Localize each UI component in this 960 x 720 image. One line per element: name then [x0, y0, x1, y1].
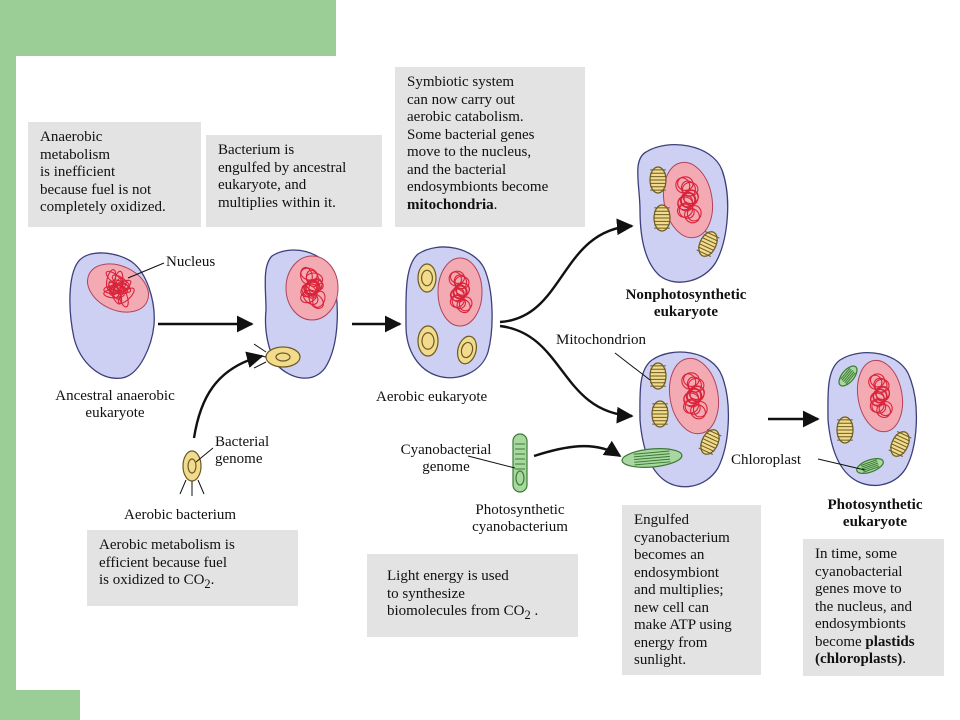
- in-time-bold-plastids: plastids: [865, 633, 915, 650]
- photo-mito-2: [888, 431, 912, 457]
- symbiotic-text: Symbiotic system can now carry out aerob…: [407, 74, 549, 195]
- label-ancestral-eukaryote: Ancestral anaerobic eukaryote: [55, 388, 175, 421]
- photo-mito-1: [836, 416, 854, 444]
- label-photosynthetic-eukaryote: Photosynthetic eukaryote: [827, 497, 923, 530]
- nonphoto-mito-2: [653, 204, 671, 232]
- engulfing-nucleus: [285, 255, 339, 321]
- in-time-end: .: [902, 651, 906, 667]
- pointer-bacterial-genome: [195, 447, 214, 463]
- box-anaerobic-metabolism: Anaerobic metabolism is inefficient beca…: [28, 122, 201, 227]
- box-symbiotic-system: Symbiotic system can now carry out aerob…: [395, 67, 585, 227]
- cyano-engulfing-mito-3: [698, 429, 722, 455]
- box-in-time-plastids: In time, some cyanobacterial genes move …: [803, 539, 944, 676]
- arrow-to-nonphoto: [499, 218, 634, 324]
- aerobic-metab-end: .: [210, 572, 215, 588]
- arrow-cyano-entry: [533, 440, 622, 458]
- box-bacterium-engulfed: Bacterium is engulfed by ancestral eukar…: [206, 135, 382, 227]
- nonphoto-mito-1: [649, 166, 667, 194]
- aerobic-metab-sub: 2: [204, 577, 211, 591]
- label-bacterial-genome: Bacterial genome: [215, 434, 270, 467]
- cyano-engulfing-mito-1: [649, 362, 667, 390]
- aerobic-mito-3: [456, 335, 478, 365]
- nonphoto-nucleus: [662, 161, 714, 239]
- photo-chloroplast-1: [838, 365, 858, 387]
- symbiotic-bold-term: mitochondria: [407, 196, 494, 213]
- arrow-to-mito-cell: [499, 324, 634, 424]
- label-mitochondrion: Mitochondrion: [556, 332, 646, 348]
- pointer-nucleus: [127, 262, 165, 279]
- box-engulfed-cyanobacterium: Engulfed cyanobacterium becomes an endos…: [622, 505, 761, 675]
- aerobic-bacterium-flagella: [179, 479, 205, 496]
- photo-nucleus: [856, 359, 904, 433]
- decorative-left-bar: [0, 0, 16, 720]
- nonphoto-mito-3: [696, 231, 720, 257]
- light-text: Light energy is used to synthesize biomo…: [387, 568, 525, 619]
- pointer-chloroplast: [817, 458, 866, 471]
- in-time-text: In time, some cyanobacterial genes move …: [815, 546, 913, 650]
- decorative-bottom-block: [0, 690, 80, 720]
- engulfed-cyanobacterium: [621, 448, 683, 468]
- label-nonphotosynthetic-eukaryote: Nonphotosynthetic eukaryote: [625, 287, 747, 320]
- box-light-energy: Light energy is used to synthesize biomo…: [367, 554, 578, 637]
- photosynthetic-cyanobacterium: [512, 433, 528, 493]
- label-photosynthetic-cyanobacterium: Photosynthetic cyanobacterium: [472, 502, 568, 535]
- aerobic-bacterium: [182, 450, 202, 482]
- pointer-mitochondrion: [614, 352, 651, 381]
- cyano-engulfing-nucleus: [668, 357, 720, 435]
- label-aerobic-bacterium: Aerobic bacterium: [124, 507, 237, 523]
- label-cyanobacterial-genome: Cyanobacterial genome: [400, 442, 492, 475]
- engulfed-bacterium: [265, 346, 301, 368]
- box-aerobic-metabolism: Aerobic metabolism is efficient because …: [87, 530, 298, 606]
- aerobic-mito-2: [417, 325, 439, 357]
- aerobic-mito-1: [417, 263, 437, 293]
- label-nucleus: Nucleus: [166, 254, 216, 270]
- aerobic-nucleus: [437, 257, 483, 327]
- cyano-engulfing-mito-2: [651, 400, 669, 428]
- light-sub: 2: [524, 608, 531, 622]
- aerobic-metab-text: Aerobic metabolism is efficient because …: [99, 537, 235, 588]
- arrow-bacterium-entry: [192, 351, 264, 439]
- label-aerobic-eukaryote: Aerobic eukaryote: [376, 389, 488, 405]
- light-end: .: [530, 603, 539, 619]
- decorative-top-bar: [0, 0, 336, 56]
- symbiotic-end: .: [493, 196, 498, 213]
- pointer-cyano-genome: [467, 455, 516, 469]
- in-time-bold-chloroplasts: (chloroplasts): [815, 651, 903, 667]
- label-chloroplast: Chloroplast: [731, 452, 801, 468]
